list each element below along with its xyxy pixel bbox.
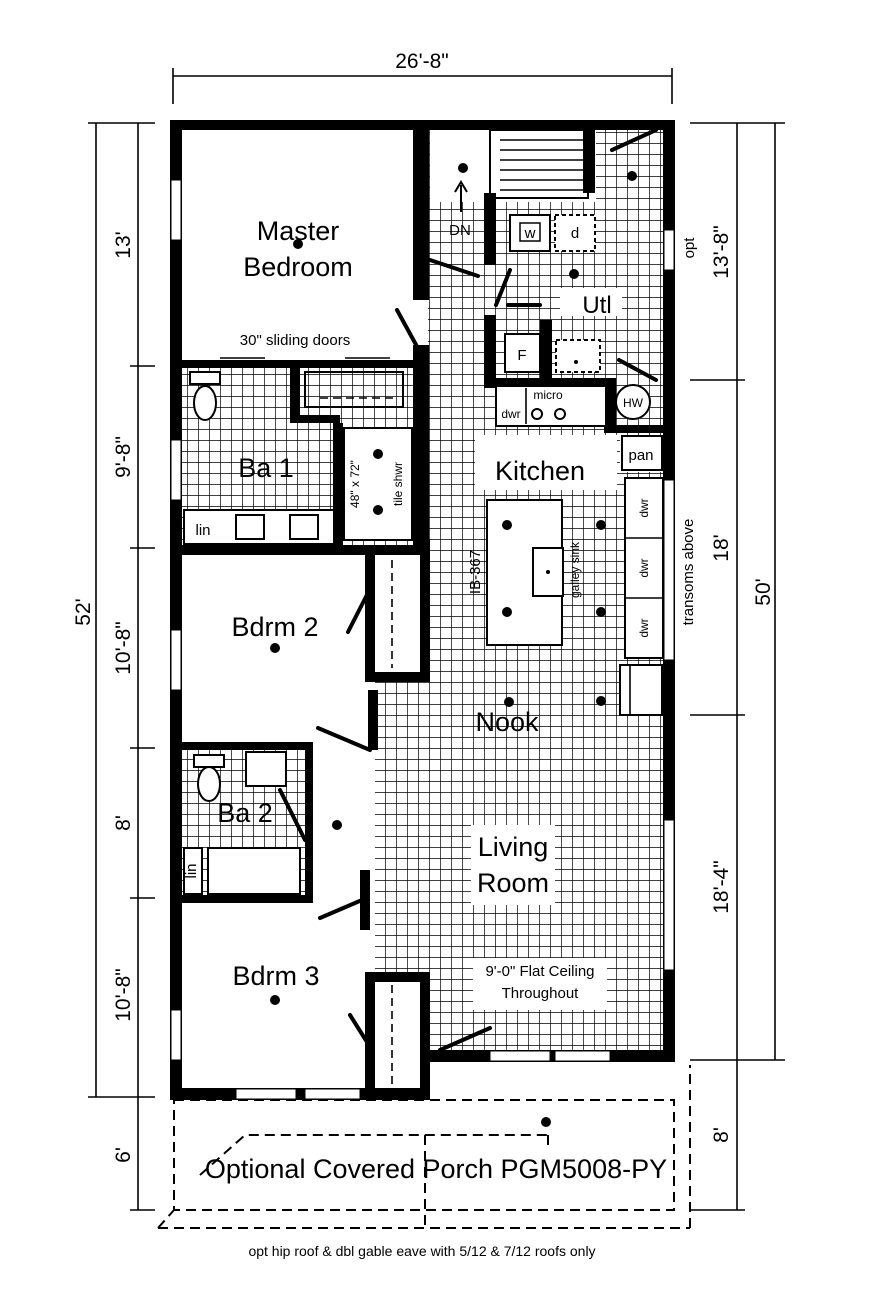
bathtub <box>207 847 301 895</box>
dryer-label: d <box>571 225 579 242</box>
master-closet <box>304 371 404 408</box>
left-dim-1: 13' <box>112 231 135 258</box>
right-dim-3: 18'-4" <box>710 860 733 914</box>
galley-sink-label: galley sink <box>568 541 582 598</box>
sink-icon <box>235 514 265 540</box>
room-label-master-2: Bedroom <box>243 252 353 282</box>
left-dim-4: 8' <box>112 815 135 831</box>
dimension-lines <box>88 68 785 1211</box>
water-heater-label: HW <box>623 396 644 410</box>
roof-footnote: opt hip roof & dbl gable eave with 5/12 … <box>248 1243 595 1259</box>
left-dim-5: 10'-8" <box>112 968 135 1022</box>
pantry <box>621 435 663 471</box>
stairs <box>500 139 586 191</box>
transoms-label: transoms above <box>680 519 697 626</box>
room-label-kitchen: Kitchen <box>495 456 585 486</box>
island-label: IB-367 <box>467 550 484 594</box>
right-dim-2: 18' <box>710 534 733 561</box>
room-label-ba1: Ba 1 <box>238 453 294 483</box>
washer-label: w <box>524 225 536 242</box>
room-label-bdrm2: Bdrm 2 <box>231 612 318 642</box>
room-label-master-1: Master <box>257 216 340 246</box>
linen-label-ba2: lin <box>183 863 200 878</box>
sink-icon <box>245 751 287 787</box>
washer <box>509 214 551 252</box>
micro-label: micro <box>533 388 563 402</box>
linen-closet <box>183 847 203 895</box>
toilet-tank <box>189 371 221 385</box>
room-label-bdrm3: Bdrm 3 <box>232 961 319 991</box>
shower-size-label: 48" x 72" <box>348 460 362 508</box>
shower-type-label: tile shwr <box>391 462 405 506</box>
stairs-down-label: DN <box>449 222 471 239</box>
room-label-nook: Nook <box>475 707 539 737</box>
ceiling-note-2: Throughout <box>502 985 580 1002</box>
room-label-ba2: Ba 2 <box>217 798 273 828</box>
drawer-label-2: dwr <box>637 558 651 577</box>
left-dim-2: 9'-8" <box>112 436 135 478</box>
tile-shower <box>343 427 413 541</box>
toilet-icon <box>197 766 221 802</box>
drawer-bank <box>624 477 664 659</box>
doors <box>278 128 658 1052</box>
sliding-doors-label: 30" sliding doors <box>240 332 350 349</box>
right-total-dim: 50' <box>752 578 775 605</box>
right-dim-4: 8' <box>710 1127 733 1143</box>
ceiling-note-1: 9'-0" Flat Ceiling <box>485 963 594 980</box>
kitchen-counter <box>495 385 607 427</box>
water-heater-icon <box>615 384 651 420</box>
utility-f-label: F <box>517 347 526 364</box>
sink-icon <box>289 514 319 540</box>
burner-icon <box>531 408 543 420</box>
room-label-living-2: Room <box>477 868 549 898</box>
arrow-head-icon <box>454 180 468 193</box>
left-dim-3: 10'-8" <box>112 621 135 675</box>
porch <box>157 1065 691 1229</box>
burner-icon <box>554 408 566 420</box>
overall-width-label: 26'-8" <box>395 50 449 73</box>
fixture-overlays <box>430 129 662 1010</box>
drawer-label-1: dwr <box>637 498 651 517</box>
windows <box>170 179 675 1100</box>
opt-window-label: opt <box>681 237 698 259</box>
hutch <box>619 664 663 716</box>
right-dim-1: 13'-8" <box>710 225 733 279</box>
drawer-label-3: dwr <box>637 618 651 637</box>
linen-label-ba1: lin <box>195 522 210 539</box>
dwr-label: dwr <box>501 407 520 421</box>
toilet-icon <box>193 385 217 421</box>
fixtures <box>183 139 664 1127</box>
overall-depth-label: 52' <box>72 598 95 625</box>
dryer <box>554 214 596 252</box>
pantry-label: pan <box>628 447 653 464</box>
room-label-utl: Utl <box>582 292 611 319</box>
room-label-living-1: Living <box>478 832 549 862</box>
left-dim-6: 6' <box>112 1147 135 1163</box>
light-fixtures <box>270 163 637 1127</box>
porch-title: Optional Covered Porch PGM5008-PY <box>205 1154 667 1184</box>
utility-sink <box>504 333 541 373</box>
toilet-tank <box>193 754 225 768</box>
